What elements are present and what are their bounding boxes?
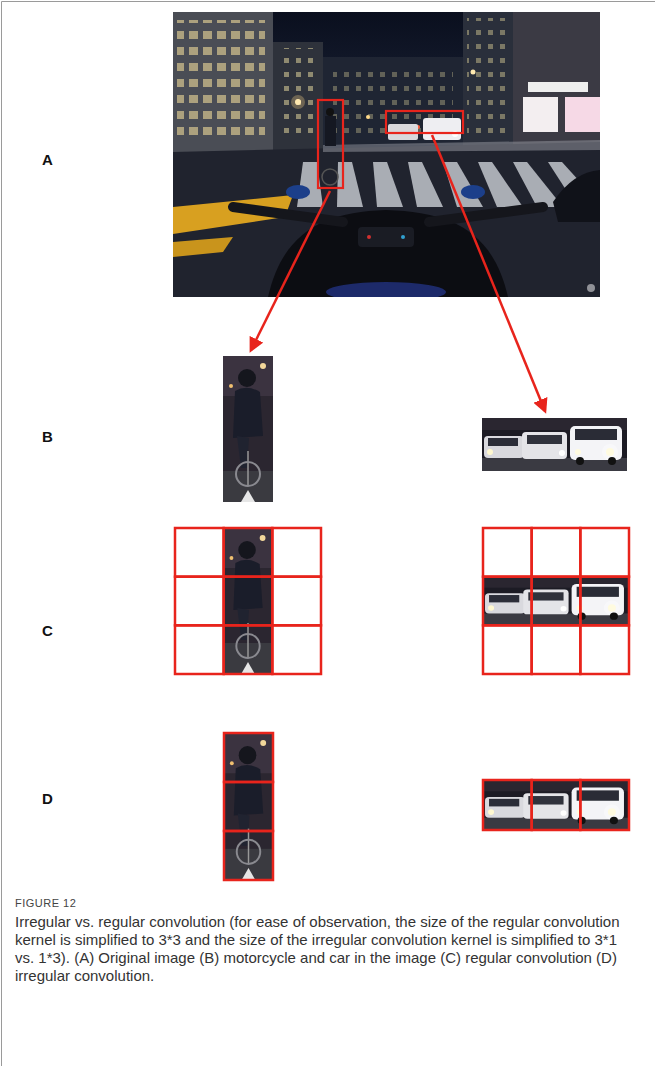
figure-caption: Irregular vs. regular convolution (for e… [15, 913, 640, 985]
panel-label: D [42, 790, 53, 808]
regular-kernel-left [175, 528, 321, 674]
motorcycle-crop [223, 356, 273, 502]
crop-box [386, 111, 463, 133]
red-arrow [432, 135, 545, 411]
irregular-kernel-left [224, 733, 273, 880]
panel-label: A [42, 151, 53, 169]
irregular-kernel-right [483, 780, 629, 830]
red-arrow [251, 191, 330, 350]
panel-label: C [42, 622, 53, 640]
figure-number: FIGURE 12 [15, 896, 76, 910]
street-photo [173, 12, 600, 302]
car-crop [482, 418, 627, 471]
panel-label: B [42, 428, 53, 446]
regular-kernel-right [483, 528, 629, 674]
crop-box [318, 100, 343, 188]
